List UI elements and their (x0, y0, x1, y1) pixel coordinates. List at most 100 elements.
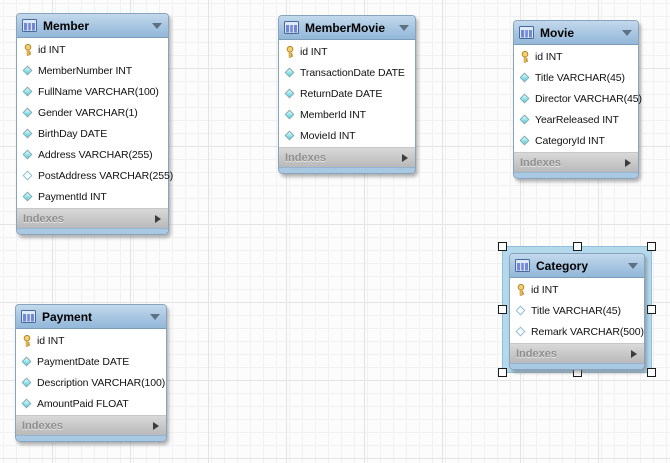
column-label: CategoryId INT (535, 134, 605, 147)
indexes-bar[interactable]: Indexes (279, 147, 415, 167)
expand-arrow-icon[interactable] (153, 421, 159, 430)
column-row[interactable]: PaymentDate DATE (16, 351, 166, 372)
column-label: MemberNumber INT (38, 64, 133, 77)
selection-handle[interactable] (498, 242, 507, 251)
column-row[interactable]: MemberNumber INT (17, 60, 168, 81)
table-membermovie[interactable]: MemberMovie id INT TransactionDate DATE … (278, 15, 416, 174)
nullable-diamond-icon (514, 326, 527, 337)
table-movie[interactable]: Movie id INT Title VARCHAR(45) Director … (513, 20, 642, 179)
notnull-diamond-icon (518, 93, 531, 104)
column-row[interactable]: FullName VARCHAR(100) (17, 81, 168, 102)
column-row[interactable]: Director VARCHAR(45) (514, 88, 642, 109)
table-bottom-edge (17, 228, 168, 234)
column-label: id INT (38, 43, 66, 56)
table-category[interactable]: Category id INT Title VARCHAR(45) Remark… (509, 253, 645, 370)
selection-handle[interactable] (498, 368, 507, 377)
column-row[interactable]: MovieId INT (279, 125, 415, 146)
column-row[interactable]: Gender VARCHAR(1) (17, 102, 168, 123)
table-icon (20, 309, 37, 324)
table-bottom-edge (510, 363, 644, 369)
column-list: id INT TransactionDate DATE ReturnDate D… (279, 40, 415, 147)
column-row[interactable]: id INT (16, 330, 166, 351)
notnull-diamond-icon (21, 149, 34, 160)
table-bottom-edge (279, 167, 415, 173)
notnull-diamond-icon (21, 107, 34, 118)
column-list: id INT MemberNumber INT FullName VARCHAR… (17, 38, 173, 208)
column-label: Gender VARCHAR(1) (38, 106, 138, 119)
column-row[interactable]: id INT (279, 41, 415, 62)
table-bottom-edge (16, 435, 166, 441)
column-row[interactable]: Address VARCHAR(255) (17, 144, 168, 165)
table-icon (514, 258, 531, 273)
expand-arrow-icon[interactable] (155, 214, 161, 223)
selection-handle[interactable] (647, 305, 656, 314)
notnull-diamond-icon (21, 128, 34, 139)
column-label: MemberId INT (300, 108, 366, 121)
selection-handle[interactable] (647, 242, 656, 251)
expand-arrow-icon[interactable] (625, 158, 631, 167)
column-row[interactable]: BirthDay DATE (17, 123, 168, 144)
table-payment[interactable]: Payment id INT PaymentDate DATE Descript… (15, 304, 167, 442)
column-list: id INT Title VARCHAR(45) Director VARCHA… (514, 45, 642, 152)
column-row[interactable]: Title VARCHAR(45) (514, 67, 638, 88)
table-member[interactable]: Member id INT MemberNumber INT FullName … (16, 13, 173, 235)
indexes-bar[interactable]: Indexes (16, 415, 166, 435)
notnull-diamond-icon (21, 191, 34, 202)
collapse-arrow-icon[interactable] (150, 313, 160, 320)
indexes-bar[interactable]: Indexes (17, 208, 168, 228)
column-label: YearReleased INT (535, 113, 619, 126)
table-title: Member (43, 18, 90, 33)
notnull-diamond-icon (518, 114, 531, 125)
column-row[interactable]: MemberId INT (279, 104, 415, 125)
notnull-diamond-icon (20, 398, 33, 409)
collapse-arrow-icon[interactable] (399, 24, 409, 31)
collapse-arrow-icon[interactable] (628, 262, 638, 269)
column-row[interactable]: AmountPaid FLOAT (16, 393, 166, 414)
table-header[interactable]: Movie (514, 21, 638, 45)
column-label: TransactionDate DATE (300, 66, 405, 79)
column-label: Director VARCHAR(45) (535, 92, 642, 105)
column-row[interactable]: TransactionDate DATE (279, 62, 415, 83)
indexes-bar[interactable]: Indexes (510, 343, 644, 363)
expand-arrow-icon[interactable] (631, 349, 637, 358)
notnull-diamond-icon (518, 135, 531, 146)
column-row[interactable]: Description VARCHAR(100) (16, 372, 166, 393)
column-label: ReturnDate DATE (300, 87, 383, 100)
selection-handle[interactable] (647, 368, 656, 377)
column-row[interactable]: PostAddress VARCHAR(255) (17, 165, 173, 186)
column-row[interactable]: ReturnDate DATE (279, 83, 415, 104)
table-icon (21, 18, 38, 33)
column-row[interactable]: PaymentId INT (17, 186, 168, 207)
column-row[interactable]: CategoryId INT (514, 130, 638, 151)
table-title: MemberMovie (305, 20, 386, 35)
primary-key-icon (514, 283, 527, 296)
table-header[interactable]: Payment (16, 305, 166, 329)
table-title: Movie (540, 25, 575, 40)
table-header[interactable]: Member (17, 14, 168, 38)
column-row[interactable]: YearReleased INT (514, 109, 638, 130)
table-header[interactable]: MemberMovie (279, 16, 415, 40)
selection-handle[interactable] (573, 242, 582, 251)
column-row[interactable]: id INT (17, 39, 168, 60)
nullable-diamond-icon (514, 305, 527, 316)
column-label: PostAddress VARCHAR(255) (38, 169, 174, 182)
primary-key-icon (283, 45, 296, 58)
collapse-arrow-icon[interactable] (622, 29, 632, 36)
column-row[interactable]: id INT (514, 46, 638, 67)
table-bottom-edge (514, 172, 638, 178)
collapse-arrow-icon[interactable] (152, 22, 162, 29)
column-list: id INT PaymentDate DATE Description VARC… (16, 329, 166, 415)
column-row[interactable]: Remark VARCHAR(500) (510, 321, 644, 342)
column-row[interactable]: Title VARCHAR(45) (510, 300, 644, 321)
column-row[interactable]: id INT (510, 279, 644, 300)
notnull-diamond-icon (283, 109, 296, 120)
expand-arrow-icon[interactable] (402, 153, 408, 162)
indexes-bar[interactable]: Indexes (514, 152, 638, 172)
table-header[interactable]: Category (510, 254, 644, 278)
selection-handle[interactable] (498, 305, 507, 314)
table-icon (518, 25, 535, 40)
primary-key-icon (518, 50, 531, 63)
column-label: id INT (300, 45, 328, 58)
column-label: MovieId INT (300, 129, 356, 142)
column-label: FullName VARCHAR(100) (38, 85, 159, 98)
